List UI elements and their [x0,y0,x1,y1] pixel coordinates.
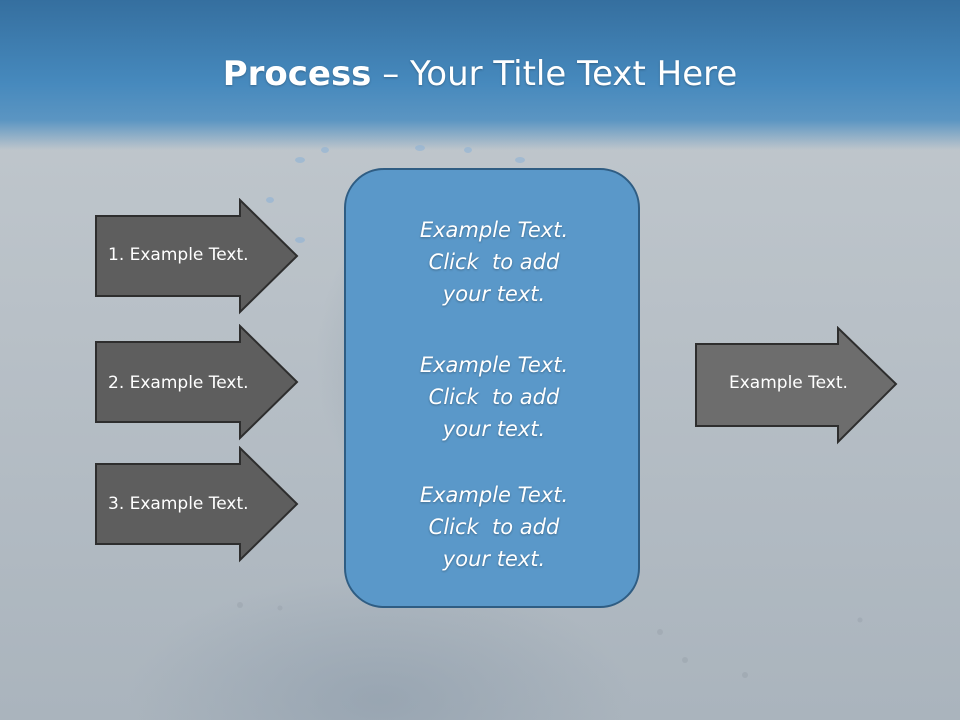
slide-title: Process – Your Title Text Here [0,52,960,96]
left-arrow-2-label: 2. Example Text. [108,373,249,393]
center-text-2-line3: your text. [442,417,546,441]
right-arrow-label: Example Text. [729,373,848,393]
left-arrow-1 [95,198,299,315]
center-text-3-line2: Click to add [428,515,560,539]
center-text-1-line2: Click to add [428,250,560,274]
center-text-3-line3: your text. [442,547,546,571]
center-text-1-line3: your text. [442,282,546,306]
center-text-block-2: Example Text. Click to add your text. [346,349,642,445]
center-text-2-line2: Click to add [428,385,560,409]
left-arrow-3-label: 3. Example Text. [108,494,249,514]
center-text-block-3: Example Text. Click to add your text. [346,479,642,575]
left-arrow-2 [95,324,299,441]
title-bold: Process [222,54,372,94]
center-text-box[interactable]: Example Text. Click to add your text. Ex… [344,168,640,608]
center-text-1-line1: Example Text. [419,218,569,242]
left-arrow-1-label: 1. Example Text. [108,245,249,265]
header-band [0,0,960,150]
title-rest: – Your Title Text Here [371,54,738,94]
center-text-block-1: Example Text. Click to add your text. [346,214,642,310]
center-text-2-line1: Example Text. [419,353,569,377]
left-arrow-3 [95,446,299,563]
center-text-3-line1: Example Text. [419,483,569,507]
right-arrow [695,326,898,445]
